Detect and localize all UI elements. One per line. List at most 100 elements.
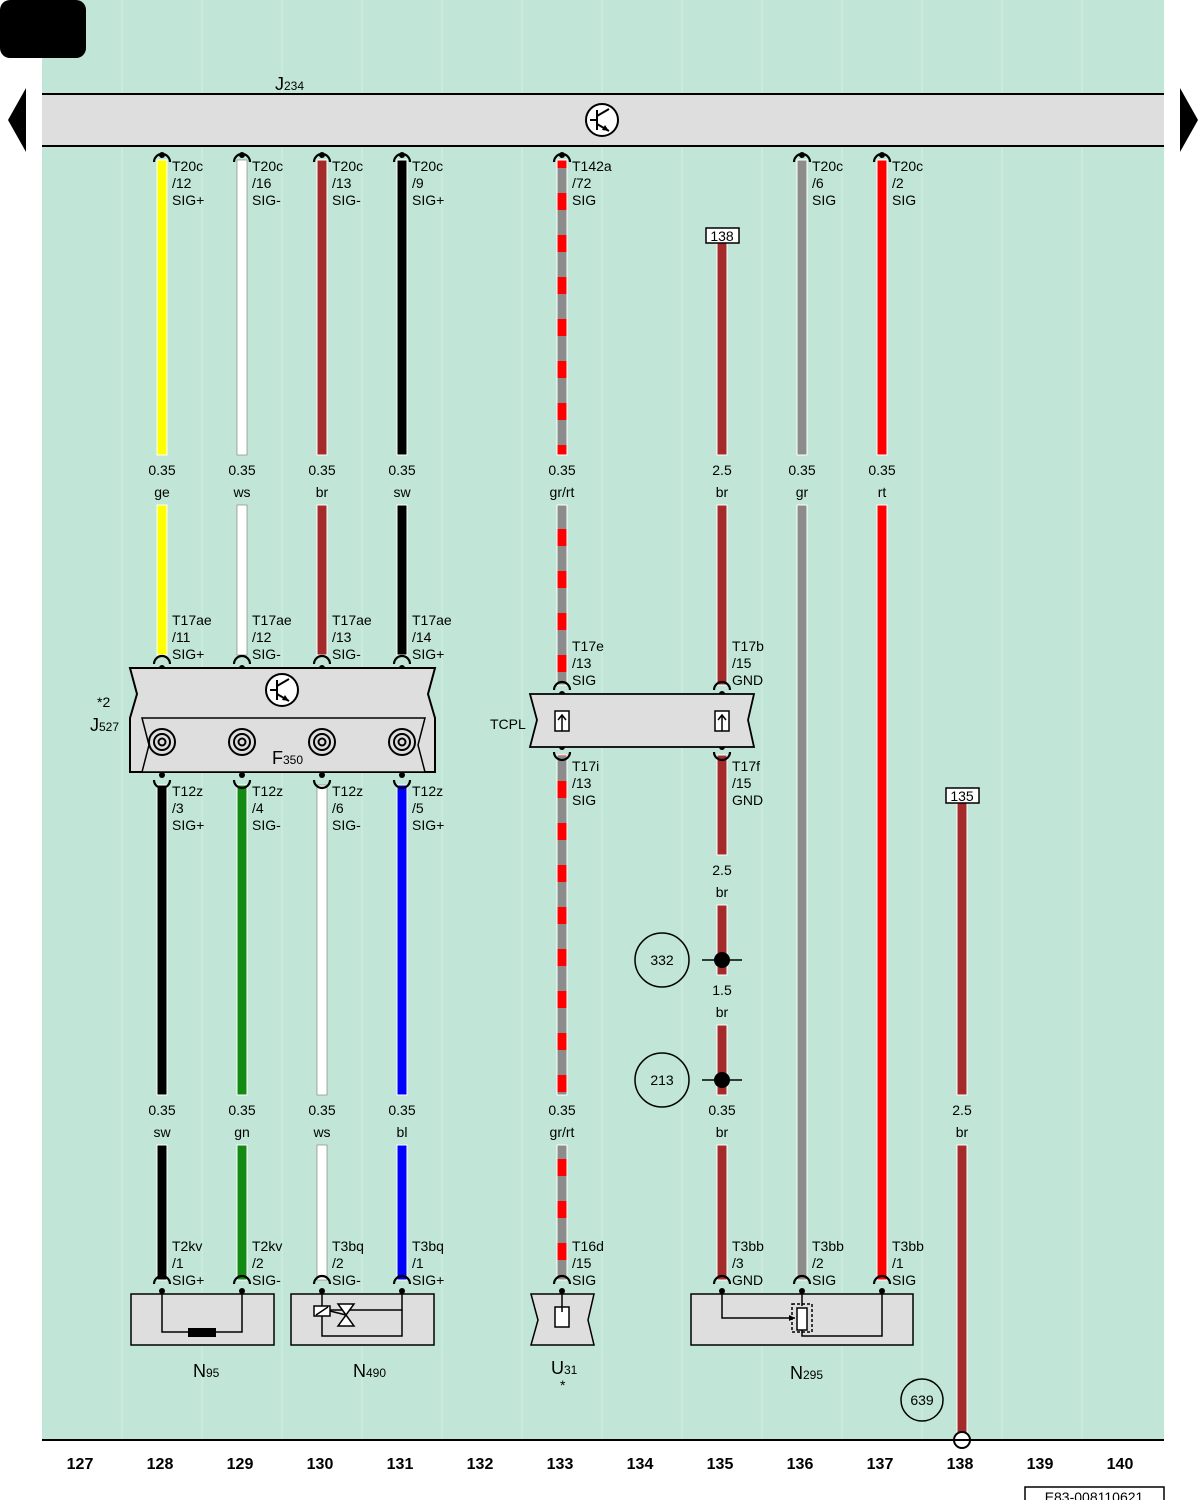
connector-pin-icon [554,710,730,732]
column-number: 130 [307,1456,334,1473]
potentiometer-icon [789,1303,813,1333]
ref-box-138[interactable] [705,227,740,244]
n490-sub: 490 [366,1366,386,1380]
wire-135-lower-b [716,904,728,976]
n490-label: N [353,1361,366,1381]
svg-text:U31: U31 [551,1358,578,1378]
previous-page-arrow[interactable] [8,88,26,152]
ground-point-639 [900,1378,944,1422]
wire-size: 0.35 [548,1102,575,1118]
wire-129-bottom [236,1144,248,1281]
tcpl-label: TCPL [490,716,526,732]
u31-sub: 31 [564,1363,578,1377]
wire-131-upper [396,159,408,456]
wire-137-upper [876,159,888,456]
f350-label: F [272,748,283,768]
n295-sub: 295 [803,1368,823,1382]
column-number: 129 [227,1456,254,1473]
spiral-coil-icon [148,728,416,756]
j234-sub: 234 [284,79,304,93]
svg-text:J527: J527 [90,715,119,735]
wire-color: gr [796,484,809,500]
wire-color: ws [312,1124,330,1140]
valve-icon [313,1303,356,1327]
n295-label: N [790,1363,803,1383]
wire-color: sw [393,484,411,500]
wire-color: br [716,484,729,500]
j527-label: J [90,715,99,735]
page-number-box [0,0,86,58]
column-number: 127 [67,1456,94,1473]
wire-135-mid [716,504,728,686]
wire-size: 0.35 [388,462,415,478]
transistor-icon [265,673,299,707]
column-numbers: 127 128 129 130 131 132 133 134 135 136 … [67,1456,1134,1473]
wire-color: sw [153,1124,171,1140]
wire-size: 0.35 [788,462,815,478]
wire-size: 0.35 [228,462,255,478]
ref-box-135[interactable] [945,787,980,804]
splice-213 [634,1052,742,1108]
wire-size: 0.35 [308,1102,335,1118]
u31-label: U [551,1358,564,1378]
ref-135-label: 135 [950,788,974,804]
wire-133-lower [556,754,568,1096]
column-number: 131 [387,1456,414,1473]
wire-color: br [716,1124,729,1140]
wire-129-lower [236,784,248,1096]
transistor-icon [585,103,619,137]
wire-128-bottom [156,1144,168,1281]
wire-color: br [956,1124,969,1140]
wire-size: 0.35 [388,1102,415,1118]
wire-129-upper [236,159,248,456]
wire-135-lower-a [716,754,728,856]
doc-id: E83-008110621 [1045,1489,1144,1500]
wire-size: 0.35 [308,462,335,478]
wire-color: ge [154,484,170,500]
svg-text:N95: N95 [193,1361,220,1381]
n490-component [290,1293,435,1346]
n95-component [130,1293,275,1346]
wire-size: 2.5 [712,462,732,478]
wire-138-lower [956,1144,968,1434]
resistor-icon [188,1328,216,1337]
u31-note: * [560,1377,566,1393]
splice-332-label: 332 [650,952,674,968]
column-number: 140 [1107,1456,1134,1473]
next-page-arrow[interactable] [1180,88,1198,152]
wire-131-lower [396,784,408,1096]
wire-133-bottom [556,1144,568,1281]
j527-control-unit [128,667,437,773]
column-number: 133 [547,1456,574,1473]
wire-128-mid [156,504,168,656]
wire-size: 1.5 [712,982,732,998]
wire-size: 0.35 [148,1102,175,1118]
wire-135-upper [716,241,728,456]
wire-138-upper [956,802,968,1096]
wire-size: 0.35 [868,462,895,478]
svg-text:F350: F350 [272,748,303,768]
wire-133-upper [556,159,568,456]
